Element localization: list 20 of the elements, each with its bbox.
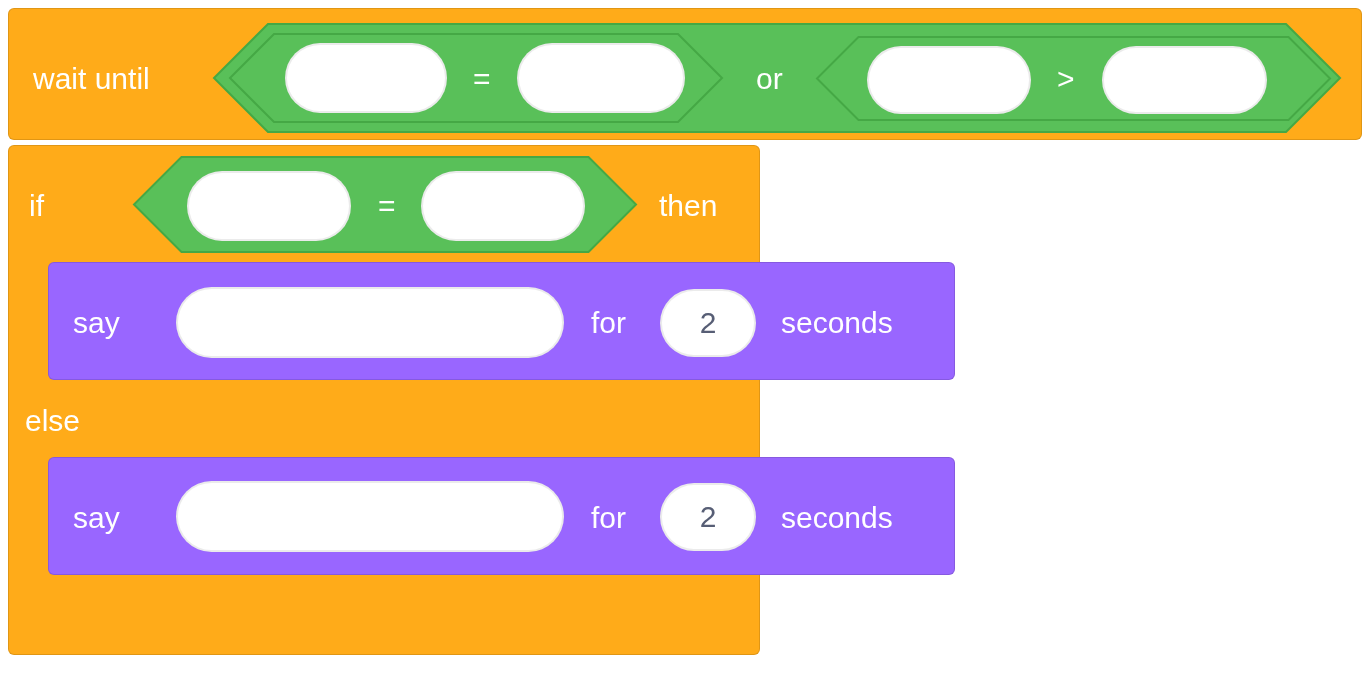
operator-label: = [473,64,491,94]
equals-operator-block [133,156,637,253]
block-label: say [73,503,120,533]
block-label: seconds [781,503,893,533]
input-field [517,43,685,113]
block-label: wait until [33,64,150,94]
block-label: say [73,308,120,338]
or-operator-block [213,23,1341,133]
greater-than-operator-block [816,36,1331,121]
block-label: for [591,308,626,338]
block-label: for [591,503,626,533]
wait-until-block [8,8,1362,140]
operator-label: or [756,64,783,94]
block-label: if [29,191,44,221]
block-label: else [25,406,81,436]
block-label: seconds [781,308,893,338]
equals-operator-block [229,33,723,123]
operator-label: > [1057,64,1075,94]
operator-label: = [378,191,396,221]
block-label: then [659,191,718,221]
